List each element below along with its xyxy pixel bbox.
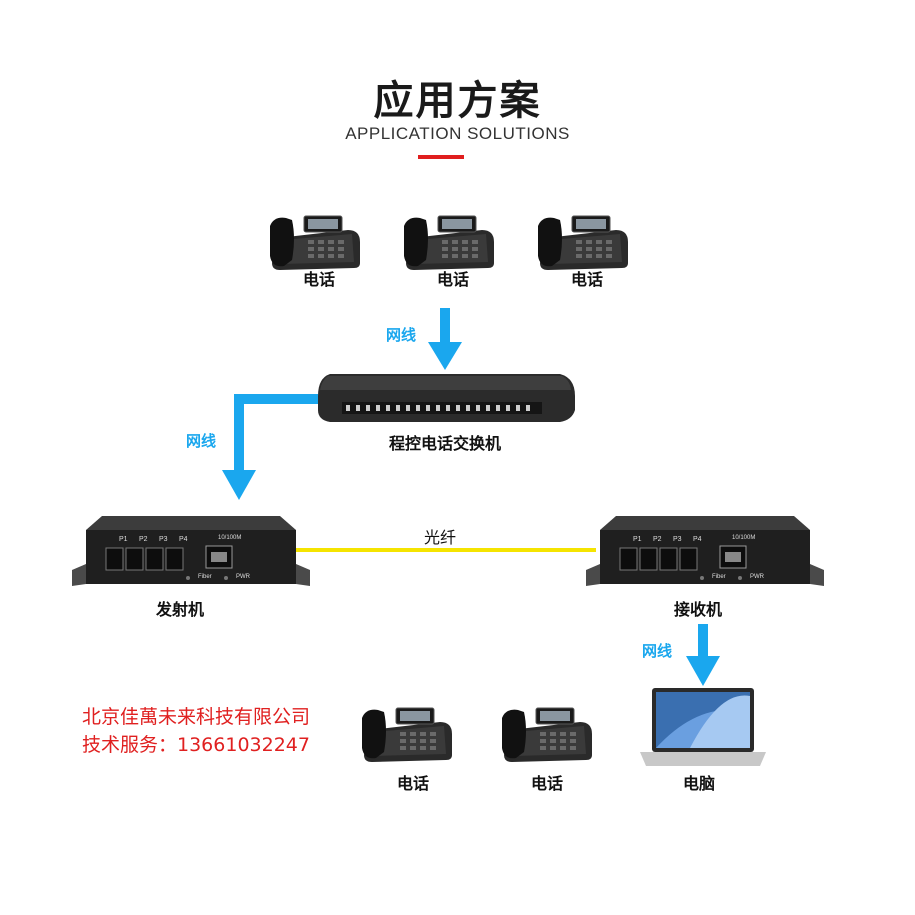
port-label: P2 <box>653 536 662 543</box>
eth-port-label: 10/100M <box>218 535 242 541</box>
page-title: 应用方案 <box>373 78 542 124</box>
pwr-label: PWR <box>236 574 250 580</box>
company-name: 北京佳萬未来科技有限公司 <box>82 706 311 728</box>
port-label: P1 <box>119 536 128 543</box>
port-label: P1 <box>633 536 642 543</box>
receiver-label: 接收机 <box>673 600 722 619</box>
laptop-image <box>640 688 766 766</box>
page-subtitle: APPLICATION SOLUTIONS <box>345 124 570 143</box>
phone-top-3-label: 电话 <box>570 270 603 289</box>
port-label: P4 <box>693 536 702 543</box>
computer-label: 电脑 <box>682 774 715 793</box>
phone-top-3-image <box>537 215 629 271</box>
port-label: P3 <box>673 536 682 543</box>
phone-top-2-image <box>403 215 495 271</box>
company-service-phone: 技术服务：13661032247 <box>82 734 310 756</box>
title-underline <box>418 155 464 159</box>
phone-top-1-image <box>269 215 361 271</box>
pwr-label: PWR <box>750 574 764 580</box>
phone-bottom-1-label: 电话 <box>396 774 429 793</box>
phone-top-2-label: 电话 <box>436 270 469 289</box>
phone-bottom-1-image <box>361 707 453 763</box>
transmitter-image <box>71 515 311 587</box>
port-label: P3 <box>159 536 168 543</box>
phone-bottom-2-image <box>501 707 593 763</box>
transmitter-label: 发射机 <box>155 600 204 619</box>
arrow-down-right-icon <box>686 624 720 686</box>
cable-top-label: 网线 <box>386 326 417 344</box>
receiver-image <box>585 515 825 587</box>
arrow-down-icon <box>428 308 462 370</box>
port-label: P2 <box>139 536 148 543</box>
cable-right-label: 网线 <box>642 642 673 660</box>
phone-top-1-label: 电话 <box>302 270 335 289</box>
fiber-label: 光纤 <box>423 528 456 547</box>
pbx-image <box>318 374 575 422</box>
arrow-elbow-icon <box>222 394 318 500</box>
eth-port-label: 10/100M <box>732 535 756 541</box>
cable-left-label: 网线 <box>186 432 217 450</box>
phone-bottom-2-label: 电话 <box>530 774 563 793</box>
pbx-label: 程控电话交换机 <box>388 434 501 453</box>
fiber-port-label: Fiber <box>198 574 212 580</box>
fiber-port-label: Fiber <box>712 574 726 580</box>
port-label: P4 <box>179 536 188 543</box>
